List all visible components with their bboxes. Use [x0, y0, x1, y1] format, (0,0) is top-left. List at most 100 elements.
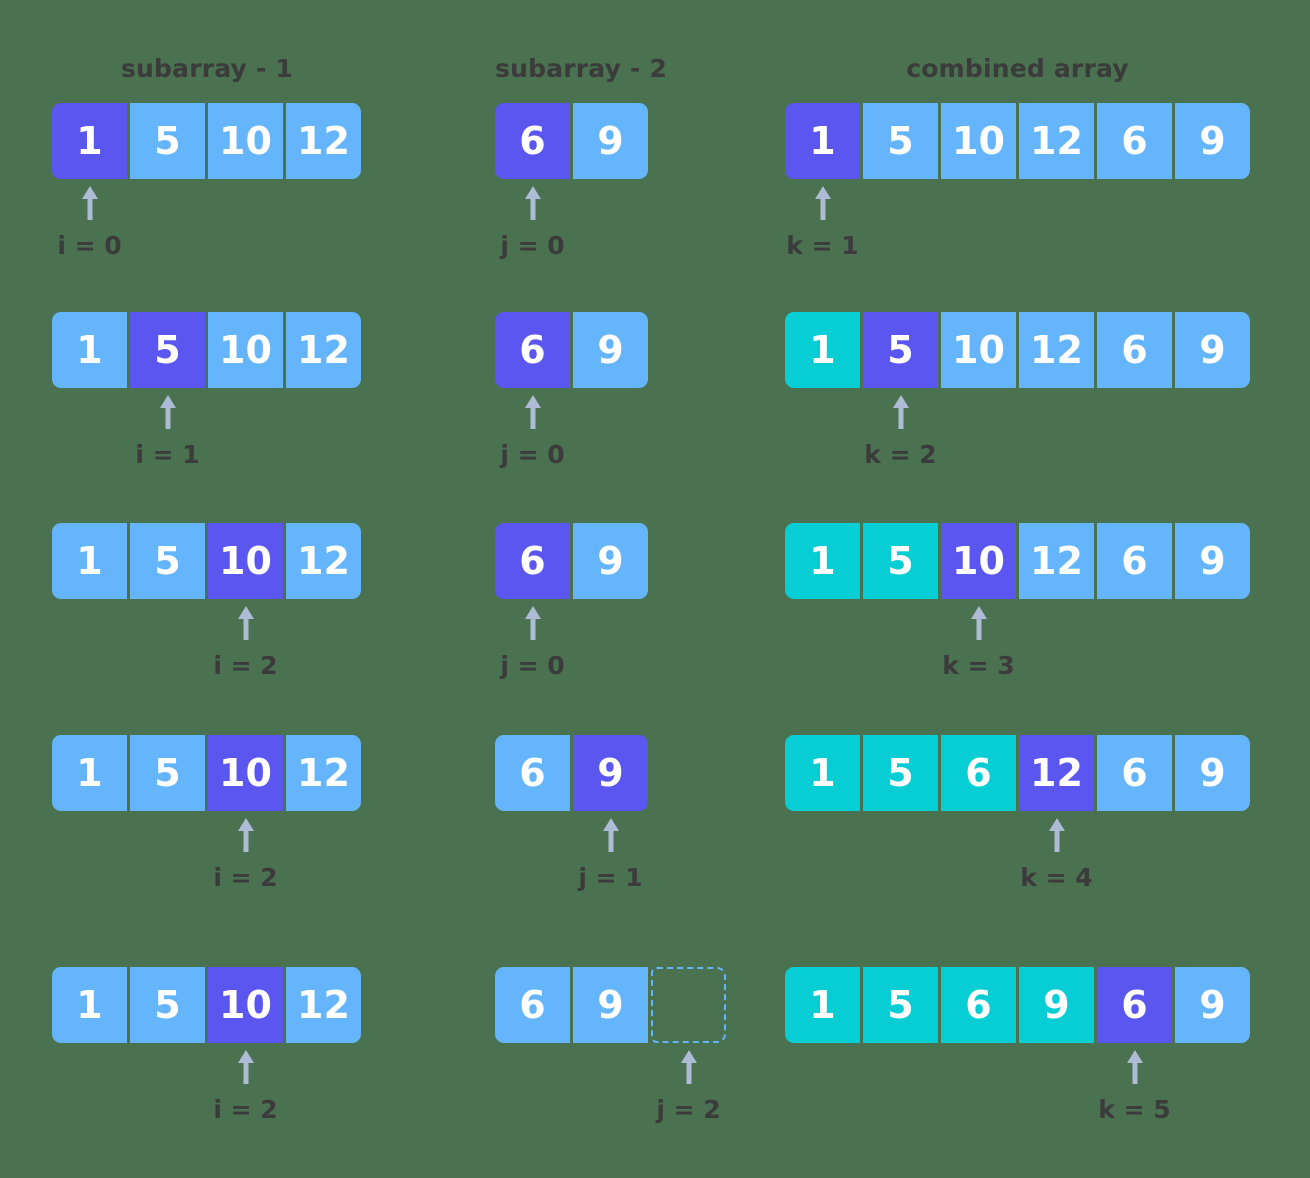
array-cell: 12 — [1019, 312, 1094, 388]
array-cell: 10 — [941, 312, 1016, 388]
array-cell: 5 — [863, 103, 938, 179]
array-cell: 9 — [1175, 967, 1250, 1043]
arrow-up-icon — [968, 605, 990, 641]
array-cell: 12 — [286, 103, 361, 179]
array-cell: 6 — [1097, 523, 1172, 599]
array-cell: 1 — [52, 967, 127, 1043]
column-header-subarray-1: subarray - 1 — [120, 54, 294, 83]
arrow-up-icon — [600, 817, 622, 853]
array-cell: 12 — [1019, 523, 1094, 599]
pointer-label: k = 4 — [1020, 863, 1093, 892]
arrow-up-icon — [235, 605, 257, 641]
pointer-subarray-1-step-5: i = 2 — [208, 1043, 283, 1124]
array-cell: 6 — [495, 312, 570, 388]
array-cell: 10 — [941, 103, 1016, 179]
pointer-subarray-2-step-3: j = 0 — [495, 599, 570, 680]
array-cell: 9 — [1175, 312, 1250, 388]
array-cell: 1 — [785, 312, 860, 388]
array-cell: 6 — [1097, 312, 1172, 388]
pointer-label: k = 5 — [1098, 1095, 1171, 1124]
array-cell: 12 — [286, 967, 361, 1043]
column-header-combined-array: combined array — [906, 54, 1129, 83]
pointer-label: j = 0 — [500, 440, 565, 469]
array-cell: 12 — [286, 523, 361, 599]
arrow-up-icon — [522, 394, 544, 430]
pointer-subarray-2-step-5: j = 2 — [651, 1043, 726, 1124]
array-cell: 1 — [52, 103, 127, 179]
arrow-up-icon — [235, 1049, 257, 1085]
array-cell: 9 — [573, 523, 648, 599]
array-cell: 9 — [573, 735, 648, 811]
array-cell: 6 — [941, 735, 1016, 811]
array-cell: 9 — [1175, 103, 1250, 179]
arrow-up-icon — [235, 817, 257, 853]
array-cell: 12 — [286, 735, 361, 811]
pointer-combined-array-step-2: k = 2 — [863, 388, 938, 469]
array-cell: 5 — [863, 735, 938, 811]
arrow-up-icon — [79, 185, 101, 221]
array-cell: 5 — [863, 523, 938, 599]
array-cell: 1 — [52, 735, 127, 811]
arrow-up-icon — [812, 185, 834, 221]
pointer-label: k = 1 — [786, 231, 859, 260]
pointer-label: j = 1 — [578, 863, 643, 892]
array-cell: 6 — [495, 523, 570, 599]
array-cell: 5 — [130, 967, 205, 1043]
array-cell: 6 — [1097, 735, 1172, 811]
array-cell: 6 — [941, 967, 1016, 1043]
pointer-combined-array-step-4: k = 4 — [1019, 811, 1094, 892]
array-cell: 10 — [208, 523, 283, 599]
array-cell: 10 — [208, 103, 283, 179]
array-cell: 12 — [1019, 103, 1094, 179]
pointer-combined-array-step-1: k = 1 — [785, 179, 860, 260]
array-cell: 10 — [208, 967, 283, 1043]
array-cell: 1 — [785, 523, 860, 599]
arrow-up-icon — [1046, 817, 1068, 853]
pointer-label: i = 2 — [213, 1095, 278, 1124]
array-cell: 5 — [130, 103, 205, 179]
array-cell: 10 — [208, 312, 283, 388]
pointer-subarray-2-step-2: j = 0 — [495, 388, 570, 469]
array-cell: 1 — [52, 523, 127, 599]
array-cell: 10 — [208, 735, 283, 811]
pointer-label: j = 0 — [500, 231, 565, 260]
array-cell: 9 — [1175, 735, 1250, 811]
pointer-label: i = 2 — [213, 651, 278, 680]
pointer-subarray-1-step-2: i = 1 — [130, 388, 205, 469]
pointer-label: j = 0 — [500, 651, 565, 680]
array-cell: 6 — [1097, 967, 1172, 1043]
array-cell: 1 — [785, 103, 860, 179]
array-cell: 5 — [130, 735, 205, 811]
array-cell: 5 — [863, 967, 938, 1043]
array-cell: 6 — [495, 103, 570, 179]
pointer-subarray-2-step-1: j = 0 — [495, 179, 570, 260]
array-cell: 6 — [495, 735, 570, 811]
array-cell: 5 — [130, 312, 205, 388]
pointer-label: i = 1 — [135, 440, 200, 469]
array-cell: 5 — [863, 312, 938, 388]
pointer-label: i = 0 — [57, 231, 122, 260]
pointer-label: j = 2 — [656, 1095, 721, 1124]
pointer-subarray-1-step-1: i = 0 — [52, 179, 127, 260]
pointer-combined-array-step-5: k = 5 — [1097, 1043, 1172, 1124]
